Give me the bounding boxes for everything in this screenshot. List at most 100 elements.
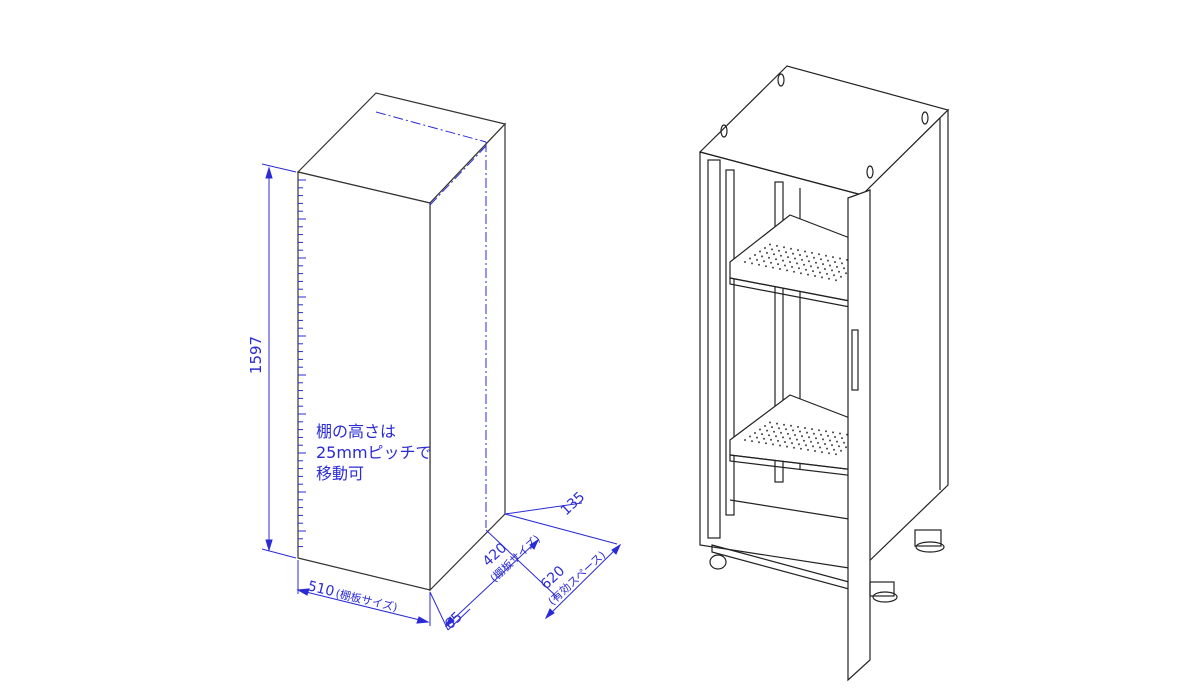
perforation-dot [764,425,766,427]
perforation-dot [833,448,835,451]
perforation-dot [787,432,789,435]
height-dimension-label: 1597 [247,336,265,374]
perforation-dot [794,434,796,436]
note-line-3: 移動可 [316,464,364,483]
perforation-dot [805,268,807,271]
perforation-dot [810,265,812,268]
perforation-dot [783,423,785,426]
perforation-dot [791,265,793,268]
perforation-dot [821,451,823,454]
box-hidden-lines [375,111,487,528]
rack-feet [709,529,945,603]
width-dimension [296,560,431,626]
height-dimension [261,163,297,559]
box-side-face [429,122,506,592]
perforation-dot [818,253,820,256]
perforation-dot [824,268,826,270]
perforation-dot [765,265,767,268]
perforation-dot [797,425,799,428]
perforation-dot [835,453,837,456]
perforation-dot [749,257,751,260]
depth-space-label: 620 (有効スペース) [533,535,608,608]
perforation-dot [804,427,806,429]
perforation-dot [840,275,842,278]
perforation-dot [843,441,845,444]
perforation-dot [785,428,787,431]
perforation-dot [773,430,775,433]
perforation-dot [771,248,773,251]
perforation-dot [751,262,753,265]
perforation-dot [825,254,827,257]
perforation-dot [796,438,798,441]
perforation-dot [804,250,806,253]
perforation-dot [811,428,813,431]
perforation-dot [838,445,840,448]
perforation-dot [761,255,763,258]
perforation-dot [820,258,822,261]
perforation-dot [832,431,834,434]
perforation-dot [797,249,799,252]
perforation-dot [845,446,847,449]
perforation-dot [838,270,840,273]
perforation-dot [825,430,827,433]
perforation-dot [835,279,837,282]
perforation-dot [778,249,780,252]
perforation-dot [845,272,847,275]
perforation-dot [827,434,829,437]
perforation-dot [806,431,808,434]
perforation-dot [828,277,830,280]
perforation-dot [803,263,805,266]
perforation-dot [779,268,781,270]
rear-offset-label: 135 [558,489,588,519]
note-line-2: 25mmピッチで [316,443,432,462]
perforation-dot [782,436,784,439]
perforation-dot [808,436,810,439]
perforation-dot [827,259,829,262]
perforation-dot [772,443,774,446]
perforation-dot [790,247,792,250]
box-front-face [297,171,431,591]
perforation-dot [829,264,831,267]
perforation-dot [813,256,815,259]
perforation-dot [829,439,831,442]
perforation-dot [770,261,772,264]
perforation-dot [763,437,765,440]
perforation-dot [820,433,822,436]
perforation-dot [758,441,760,444]
perforation-dot [793,270,795,273]
perforation-dot [790,424,792,427]
rack-illustration [698,65,950,682]
perforation-dot [786,445,788,448]
perforation-dot [801,258,803,261]
perforation-dot [768,434,770,437]
front-offset-label: 65 [442,609,466,633]
perforation-dot [777,439,779,442]
perforation-dot [831,269,833,272]
perforation-dot [786,269,788,272]
shelf-pitch-ticks [298,179,306,548]
perforation-dot [831,444,833,447]
perforation-dot [801,435,803,438]
perforation-dot [821,276,823,279]
perforation-dot [841,262,843,265]
perforation-dot [754,254,756,256]
perforation-dot [840,449,842,452]
perforation-dot [824,443,826,445]
perforation-dot [787,256,789,259]
perforation-dot [782,259,784,262]
perforation-dot [826,447,828,450]
perforation-dot [768,256,770,259]
perforation-dot [799,430,801,433]
perforation-dot [756,436,758,439]
perforation-dot [843,267,845,270]
perforation-dot [759,250,761,253]
perforation-dot [785,251,787,254]
rack-door [847,189,871,682]
perforation-dot [817,266,819,269]
perforation-dot [789,437,791,440]
perforation-dot [828,452,830,455]
shelf-pitch-note: 棚の高さは 25mmピッチで 移動可 [316,422,437,483]
perforation-dot [759,428,761,431]
perforation-dot [783,246,785,249]
perforation-dot [818,429,820,432]
